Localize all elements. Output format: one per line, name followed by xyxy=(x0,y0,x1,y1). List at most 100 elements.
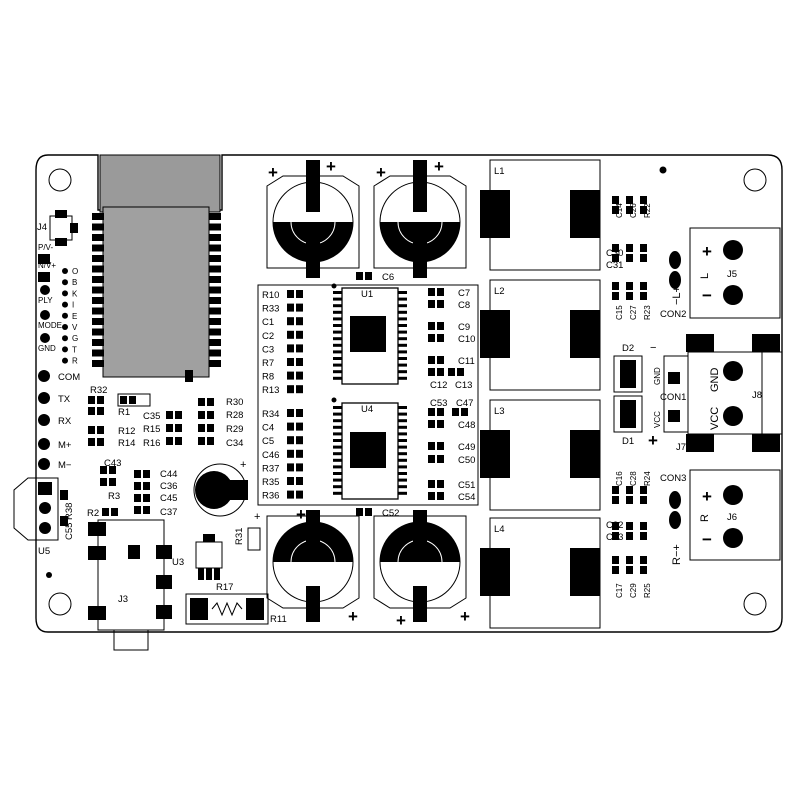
svg-text:C53: C53 xyxy=(430,398,447,409)
svg-text:R24: R24 xyxy=(643,471,652,486)
ref-designator: C54 xyxy=(458,492,475,503)
ref-designator: R13 xyxy=(262,385,279,396)
ref-designator: C34 xyxy=(226,438,243,449)
svg-text:C31: C31 xyxy=(606,260,623,271)
mounting-holes xyxy=(48,168,767,616)
ref-designator: C51 xyxy=(458,480,475,491)
ref-designator: C4 xyxy=(262,423,274,434)
inductor: L4 xyxy=(480,517,601,629)
svg-text:U1: U1 xyxy=(361,289,373,300)
svg-text:CON1: CON1 xyxy=(660,392,686,403)
svg-text:VCC: VCC xyxy=(653,411,662,428)
pin-label: V xyxy=(72,323,78,332)
ref-designator: C52 xyxy=(382,508,399,519)
j8-label: J8 xyxy=(752,390,762,401)
ref-designator: R37 xyxy=(262,463,279,474)
svg-text:−: − xyxy=(702,530,712,549)
svg-text:C13: C13 xyxy=(455,380,472,391)
ref-designator: R8 xyxy=(262,372,274,383)
board-outline xyxy=(35,154,783,633)
ref-designator: R15 xyxy=(143,424,160,435)
inductor: L1 xyxy=(480,159,601,271)
ref-designator: R36 xyxy=(262,491,279,502)
svg-text:C29: C29 xyxy=(629,583,638,598)
ref-designator: C45 xyxy=(160,493,177,504)
svg-text:L4: L4 xyxy=(494,524,505,535)
svg-text:L1: L1 xyxy=(494,166,505,177)
svg-text:R11: R11 xyxy=(270,614,287,625)
ref-designator: R30 xyxy=(226,397,243,408)
ref-designator: C48 xyxy=(458,420,475,431)
con2-con3: CON2 CON3 −L+ R−+ xyxy=(660,251,686,565)
svg-text:+: + xyxy=(434,157,444,176)
svg-text:U4: U4 xyxy=(361,404,373,415)
pin-label: M− xyxy=(58,460,72,471)
svg-text:R−+: R−+ xyxy=(671,544,683,565)
svg-text:C47: C47 xyxy=(456,398,473,409)
ref-designator: R14 xyxy=(118,438,135,449)
svg-text:C28: C28 xyxy=(629,471,638,486)
svg-text:U5: U5 xyxy=(38,546,50,557)
ref-designator: R1 xyxy=(118,407,130,418)
svg-text:C33: C33 xyxy=(606,532,623,543)
ref-designator: C49 xyxy=(458,442,475,453)
j8-vcc: VCC xyxy=(709,407,721,430)
svg-text:+: + xyxy=(702,242,712,261)
pin-label: RX xyxy=(58,416,72,427)
svg-text:J6: J6 xyxy=(727,512,737,523)
ref-designator: R32 xyxy=(90,385,107,396)
svg-text:C55: C55 xyxy=(64,523,75,540)
ref-designator: C10 xyxy=(458,334,475,345)
svg-text:−L+: −L+ xyxy=(671,286,683,305)
amp-section: U1 U4 R10R33C1C2C3R7R8R13R34C4C5C46R37R3… xyxy=(257,272,479,519)
pin-label: R xyxy=(72,357,78,366)
pin-label: COM xyxy=(58,372,80,383)
ref-designator: R34 xyxy=(262,409,279,420)
ref-designator: C43 xyxy=(104,458,121,469)
diodes: D2 D1 − + xyxy=(613,342,658,450)
ref-designator: C7 xyxy=(458,288,470,299)
inductor: L3 xyxy=(480,399,601,511)
pin-label: N/V+ xyxy=(38,261,56,270)
ref-designator: R2 xyxy=(87,508,99,519)
svg-text:U3: U3 xyxy=(172,557,184,568)
ref-designator: C2 xyxy=(262,331,274,342)
inductor: L2 xyxy=(480,279,601,391)
ref-designator: C5 xyxy=(262,436,274,447)
svg-text:C27: C27 xyxy=(629,305,638,320)
ref-designator: C1 xyxy=(262,317,274,328)
ref-designator: C6 xyxy=(382,272,394,283)
ref-designator: C50 xyxy=(458,455,475,466)
svg-text:C14: C14 xyxy=(615,203,624,218)
svg-text:+: + xyxy=(326,157,336,176)
pin-label: E xyxy=(72,312,77,321)
svg-text:D1: D1 xyxy=(622,436,634,447)
ref-designator: C3 xyxy=(262,344,274,355)
rf-module xyxy=(92,154,221,382)
j4-label: J4 xyxy=(37,222,47,233)
svg-text:R22: R22 xyxy=(643,203,652,218)
svg-text:C16: C16 xyxy=(615,471,624,486)
ref-designator: C8 xyxy=(458,300,470,311)
ref-designator: C37 xyxy=(160,507,177,518)
svg-text:C30: C30 xyxy=(606,248,623,259)
svg-text:+: + xyxy=(348,607,358,626)
svg-text:L2: L2 xyxy=(494,286,505,297)
svg-text:CON2: CON2 xyxy=(660,309,686,320)
ref-designator: C44 xyxy=(160,469,177,480)
svg-text:−: − xyxy=(650,342,656,354)
ref-designator: R33 xyxy=(262,304,279,315)
svg-text:J5: J5 xyxy=(727,269,737,280)
svg-text:C12: C12 xyxy=(430,380,447,391)
ref-designator: R35 xyxy=(262,477,279,488)
ref-designator: R12 xyxy=(118,426,135,437)
j8-power-jack: VCC GND J8 GND VCC CON1 J7 xyxy=(653,334,783,453)
svg-text:L3: L3 xyxy=(494,406,505,417)
svg-text:+: + xyxy=(648,431,658,450)
j5-terminal: + L − J5 xyxy=(689,227,781,319)
ref-designator: C46 xyxy=(262,450,279,461)
pin-label: PLY xyxy=(38,296,53,305)
u5-connector: U5 R38 C55 xyxy=(13,477,75,578)
